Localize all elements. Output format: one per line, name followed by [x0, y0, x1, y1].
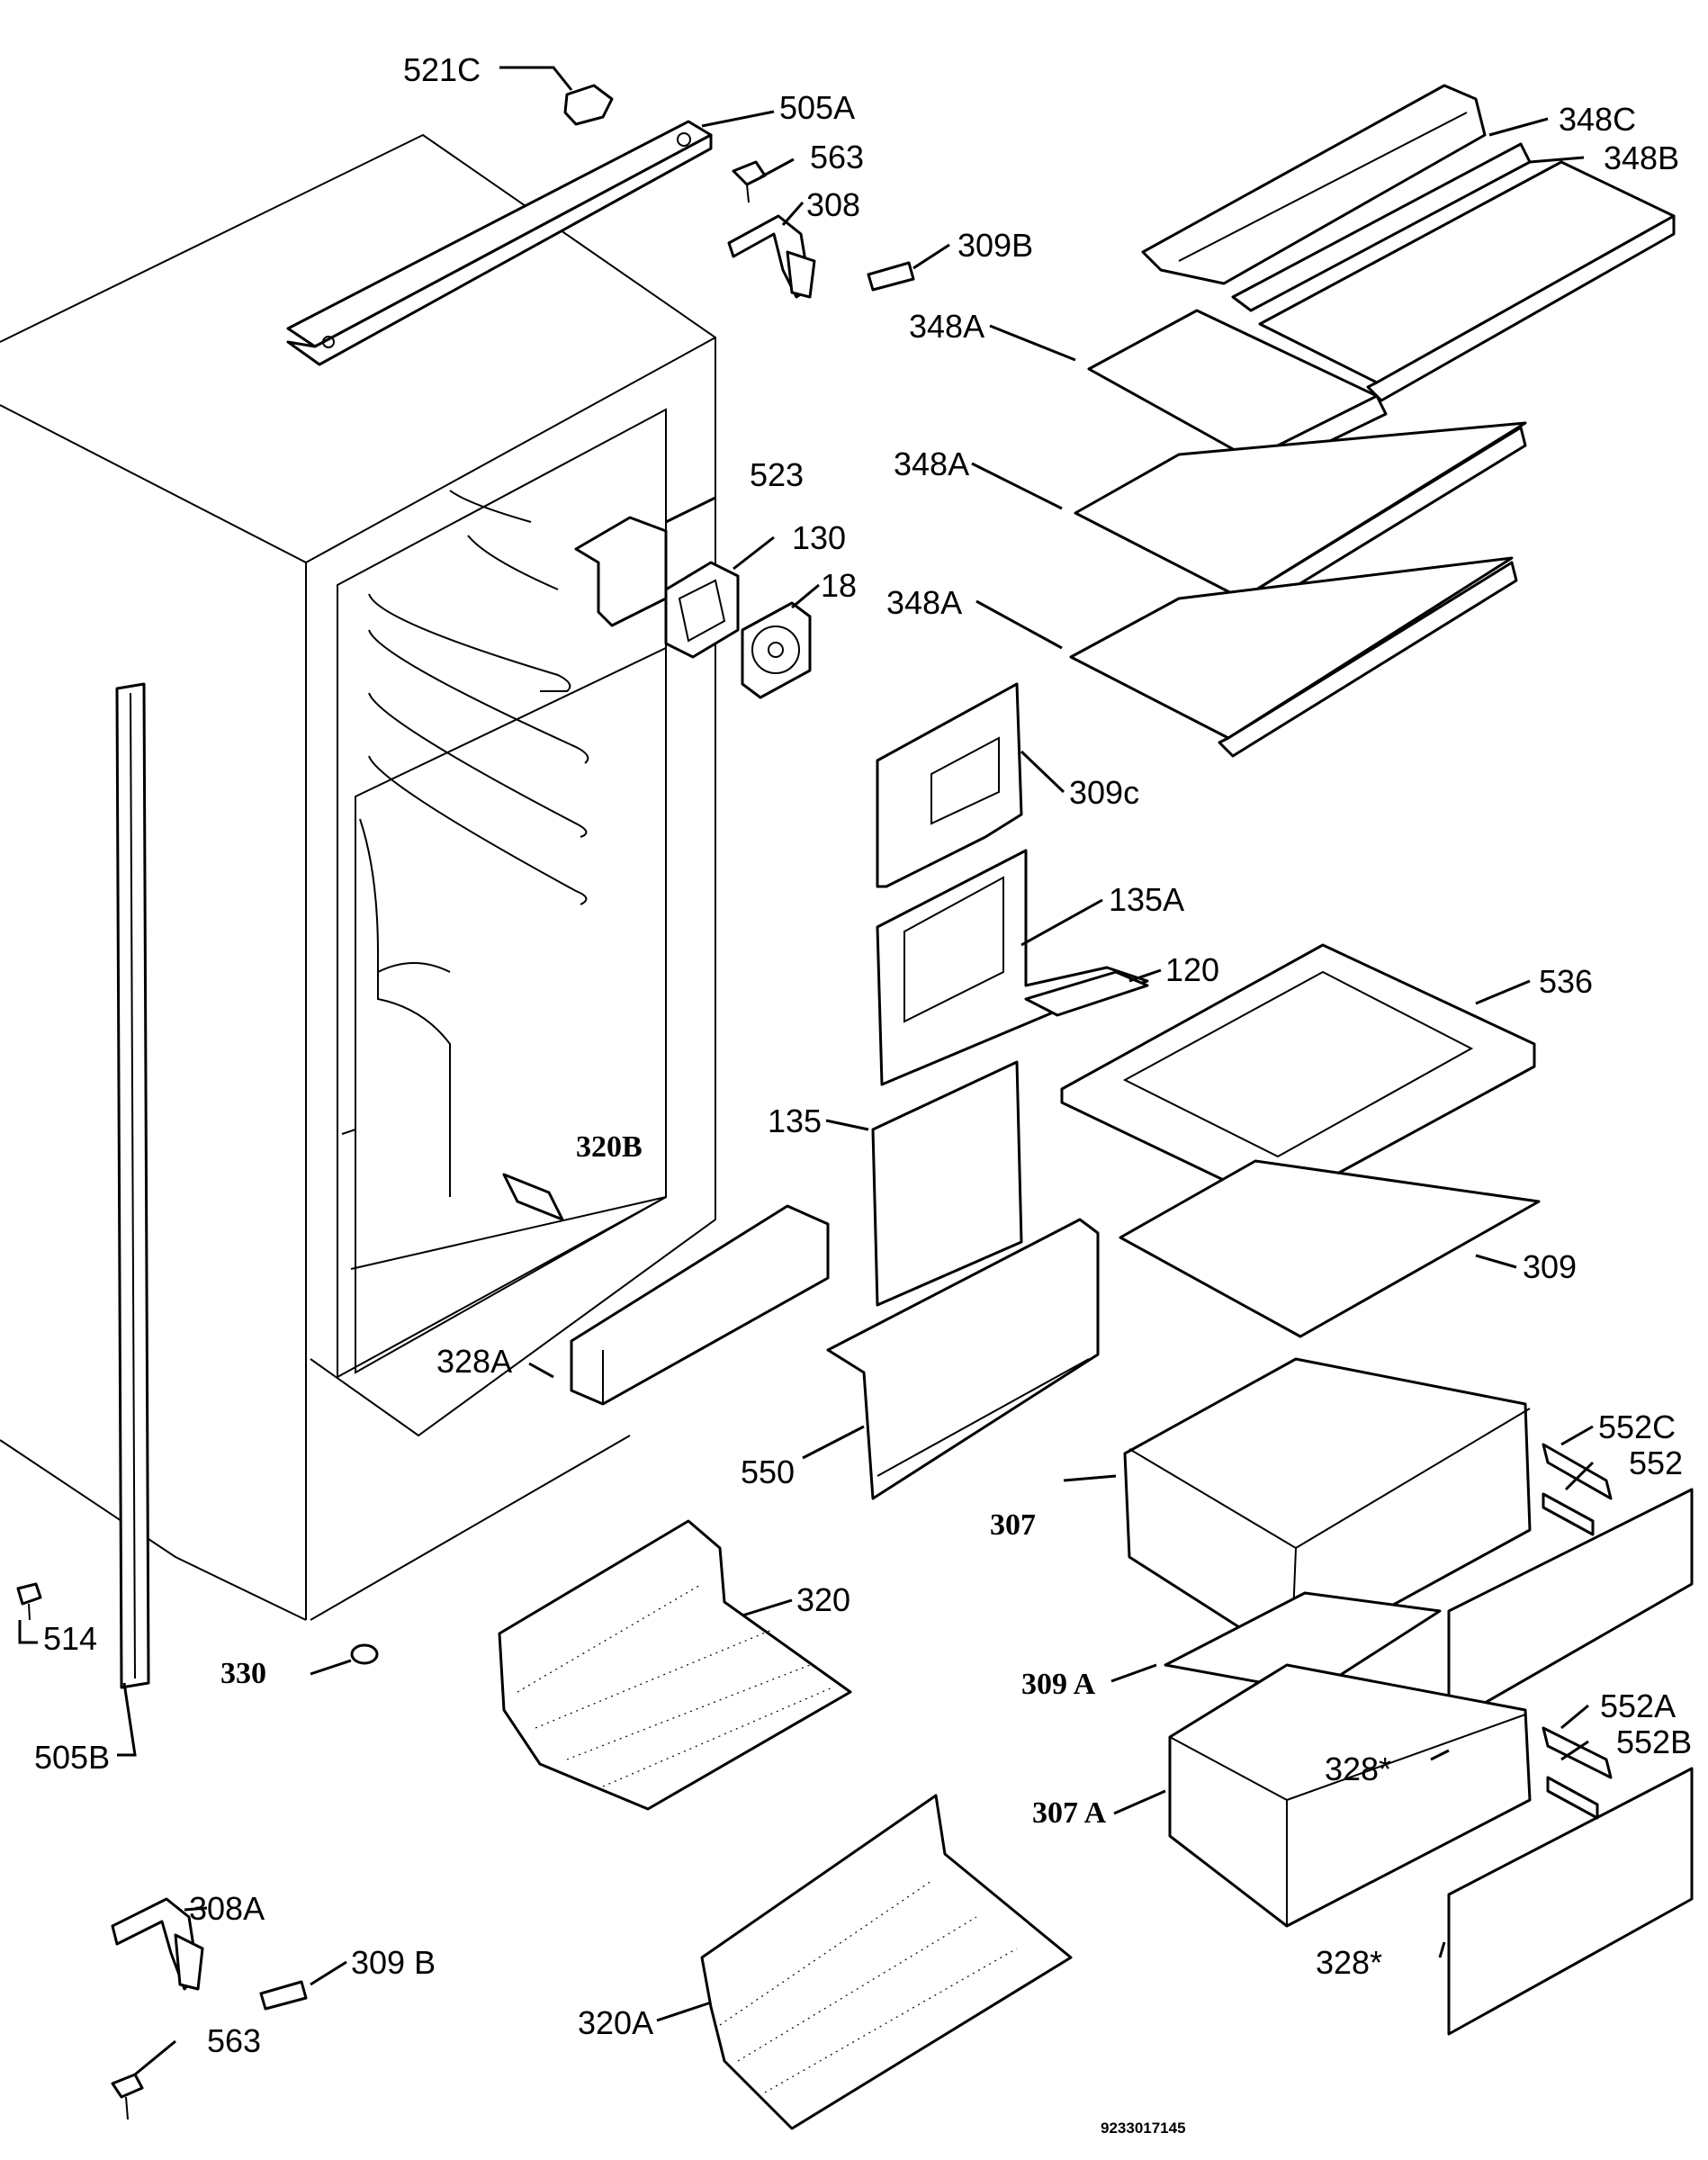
leader-lines — [18, 66, 1595, 2076]
part-309b-label-plate-bottom — [259, 1980, 308, 2011]
part-307a-lower-drawer — [1168, 1663, 1532, 1928]
label-309c: 309c — [1069, 774, 1139, 811]
part-130-fan-frame — [664, 561, 740, 659]
refrigerator-cabinet — [0, 133, 716, 1621]
label-563-bottom: 563 — [207, 2022, 261, 2059]
part-514-screw — [16, 1582, 42, 1621]
part-309b-label-plate-top — [867, 261, 915, 292]
part-550-rear-panel — [826, 1218, 1100, 1500]
label-309b-bottom: 309 B — [351, 1944, 436, 1981]
label-348a-1: 348A — [909, 308, 984, 345]
label-348a-2: 348A — [894, 446, 969, 482]
label-328a: 328A — [436, 1343, 512, 1380]
label-550: 550 — [741, 1454, 795, 1490]
part-135-duct-panel — [871, 1060, 1023, 1307]
label-308a: 308A — [189, 1890, 265, 1927]
label-514: 514 — [43, 1620, 97, 1657]
part-328-star-drawer-front-2 — [1447, 1767, 1694, 2036]
label-523: 523 — [750, 456, 804, 493]
part-320a-wire-basket — [700, 1794, 1073, 2130]
label-521c: 521C — [403, 51, 481, 88]
part-348a-glass-shelf-3 — [1069, 556, 1518, 758]
label-320b: 320B — [576, 1130, 643, 1164]
part-536-crisper-cover — [1060, 943, 1536, 1208]
part-521c-cap — [563, 84, 614, 126]
label-308: 308 — [806, 186, 860, 223]
label-135a: 135A — [1109, 881, 1184, 918]
part-18-fan — [741, 601, 812, 699]
part-552-runner — [1542, 1492, 1595, 1536]
label-552: 552 — [1629, 1444, 1683, 1481]
part-330-foot — [350, 1643, 379, 1665]
part-552c-runner — [1542, 1443, 1613, 1500]
label-320a: 320A — [578, 2004, 653, 2041]
label-307a: 307 A — [1032, 1796, 1107, 1830]
label-328-star-1: 328* — [1325, 1750, 1391, 1787]
label-505a: 505A — [779, 89, 855, 126]
part-320b-label — [502, 1173, 564, 1221]
label-330: 330 — [220, 1657, 266, 1690]
label-18: 18 — [821, 567, 857, 604]
label-563-top: 563 — [810, 139, 864, 176]
label-505b: 505B — [34, 1739, 110, 1776]
part-505a-top-rail — [286, 120, 713, 366]
label-552a: 552A — [1600, 1688, 1676, 1724]
part-563-screw-top — [732, 160, 767, 203]
part-308-hinge — [727, 214, 816, 299]
document-code: 9233017145 — [1101, 2120, 1186, 2137]
label-320: 320 — [796, 1581, 850, 1618]
part-348b-glass-shelf — [1258, 160, 1676, 402]
label-309a: 309 A — [1021, 1668, 1096, 1701]
label-120: 120 — [1165, 951, 1219, 988]
part-552a-runner — [1542, 1726, 1613, 1779]
part-308a-hinge — [111, 1897, 204, 1991]
label-130: 130 — [792, 519, 846, 556]
part-348a-glass-shelf-2 — [1074, 421, 1527, 618]
label-552b: 552B — [1616, 1724, 1692, 1760]
part-523-bracket — [574, 516, 668, 627]
part-505b-gasket-strip — [115, 682, 150, 1689]
label-348b: 348B — [1604, 140, 1679, 176]
part-563-screw-bottom — [111, 2073, 144, 2120]
part-309-glass-plate — [1119, 1159, 1541, 1338]
part-328-star-drawer-front-1 — [1447, 1488, 1694, 1725]
part-552b-runner — [1546, 1776, 1599, 1820]
label-309: 309 — [1523, 1248, 1577, 1285]
part-328a-bottle-bin — [570, 1204, 830, 1406]
part-320-wire-basket — [498, 1519, 852, 1811]
label-328-star-2: 328* — [1316, 1944, 1382, 1981]
part-348c-glass-shelf — [1141, 84, 1532, 312]
label-348c: 348C — [1559, 101, 1636, 138]
label-309b-top: 309B — [957, 227, 1033, 264]
part-135a-duct-frame — [876, 849, 1149, 1086]
part-120-flap — [1024, 970, 1149, 1017]
label-307: 307 — [990, 1508, 1036, 1542]
label-552c: 552C — [1598, 1408, 1676, 1445]
label-135: 135 — [768, 1102, 822, 1139]
label-536: 536 — [1539, 963, 1593, 1000]
callout-labels: 521C 505A 563 308 309B 348C 348B 348A 34… — [34, 51, 1692, 2137]
label-348a-3: 348A — [886, 584, 962, 621]
part-309c-vent-cover — [876, 682, 1023, 888]
